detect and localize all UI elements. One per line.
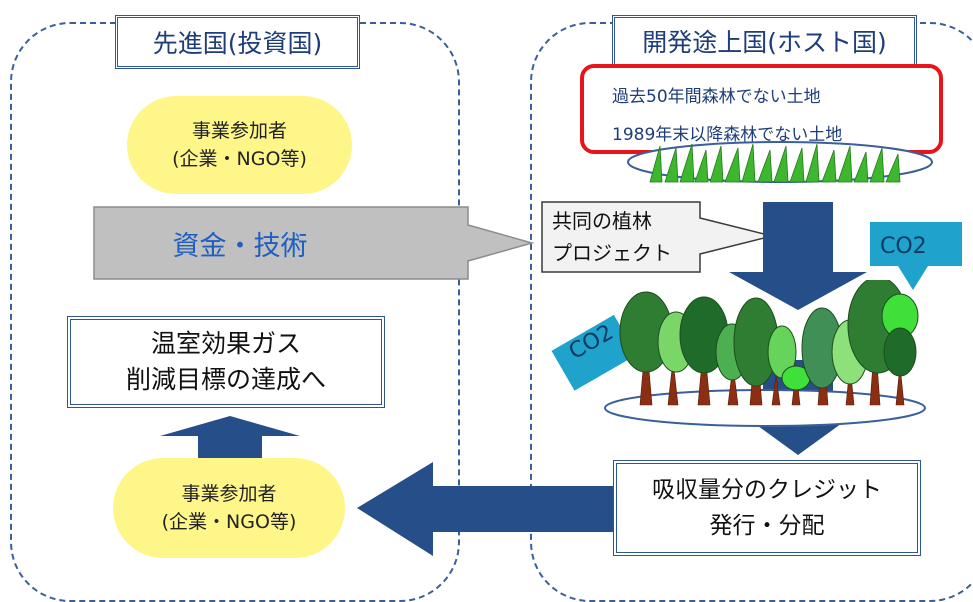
credit-return-arrow	[357, 462, 613, 556]
participants-top-line2: (企業・NGO等)	[172, 148, 307, 170]
goal-line1: 温室効果ガス	[150, 329, 301, 358]
co2-callout-right	[870, 222, 962, 290]
participants-top-line1: 事業参加者	[191, 120, 287, 142]
joint-project-line1: 共同の植林	[552, 209, 652, 233]
up-arrow	[160, 416, 300, 462]
funds-tech-arrow	[93, 206, 535, 280]
credit-line1: 吸収量分のクレジット	[652, 477, 882, 503]
participants-oval-bottom: 事業参加者 (企業・NGO等)	[113, 458, 345, 558]
participants-oval-top: 事業参加者 (企業・NGO等)	[127, 96, 352, 194]
land-condition-1: 過去50年間森林でない土地	[612, 87, 821, 107]
grassland-illustration	[627, 141, 933, 183]
funds-tech-label: 資金・技術	[172, 231, 308, 262]
developed-country-title: 先進国(投資国)	[115, 15, 360, 69]
joint-project-arrow	[541, 201, 773, 273]
credit-issuance-box: 吸収量分のクレジット 発行・分配	[613, 460, 921, 556]
participants-bottom-line2: (企業・NGO等)	[161, 511, 297, 533]
developing-country-title: 開発途上国(ホスト国)	[612, 15, 917, 67]
developed-country-title-text: 先進国(投資国)	[152, 29, 323, 58]
goal-line2: 削減目標の達成へ	[125, 365, 326, 394]
emission-goal-box: 温室効果ガス 削減目標の達成へ	[67, 316, 385, 408]
credit-line2: 発行・分配	[709, 513, 825, 539]
land-condition-2: 1989年末以降森林でない土地	[612, 125, 843, 145]
participants-bottom-line1: 事業参加者	[181, 483, 277, 505]
land-conditions-box: 過去50年間森林でない土地 1989年末以降森林でない土地	[580, 64, 943, 154]
joint-project-label: 共同の植林 プロジェクト	[552, 205, 672, 269]
forest-illustration	[604, 280, 926, 427]
joint-project-line2: プロジェクト	[552, 241, 672, 265]
co2-right-label: CO2	[880, 234, 927, 259]
developing-country-title-text: 開発途上国(ホスト国)	[642, 28, 887, 57]
